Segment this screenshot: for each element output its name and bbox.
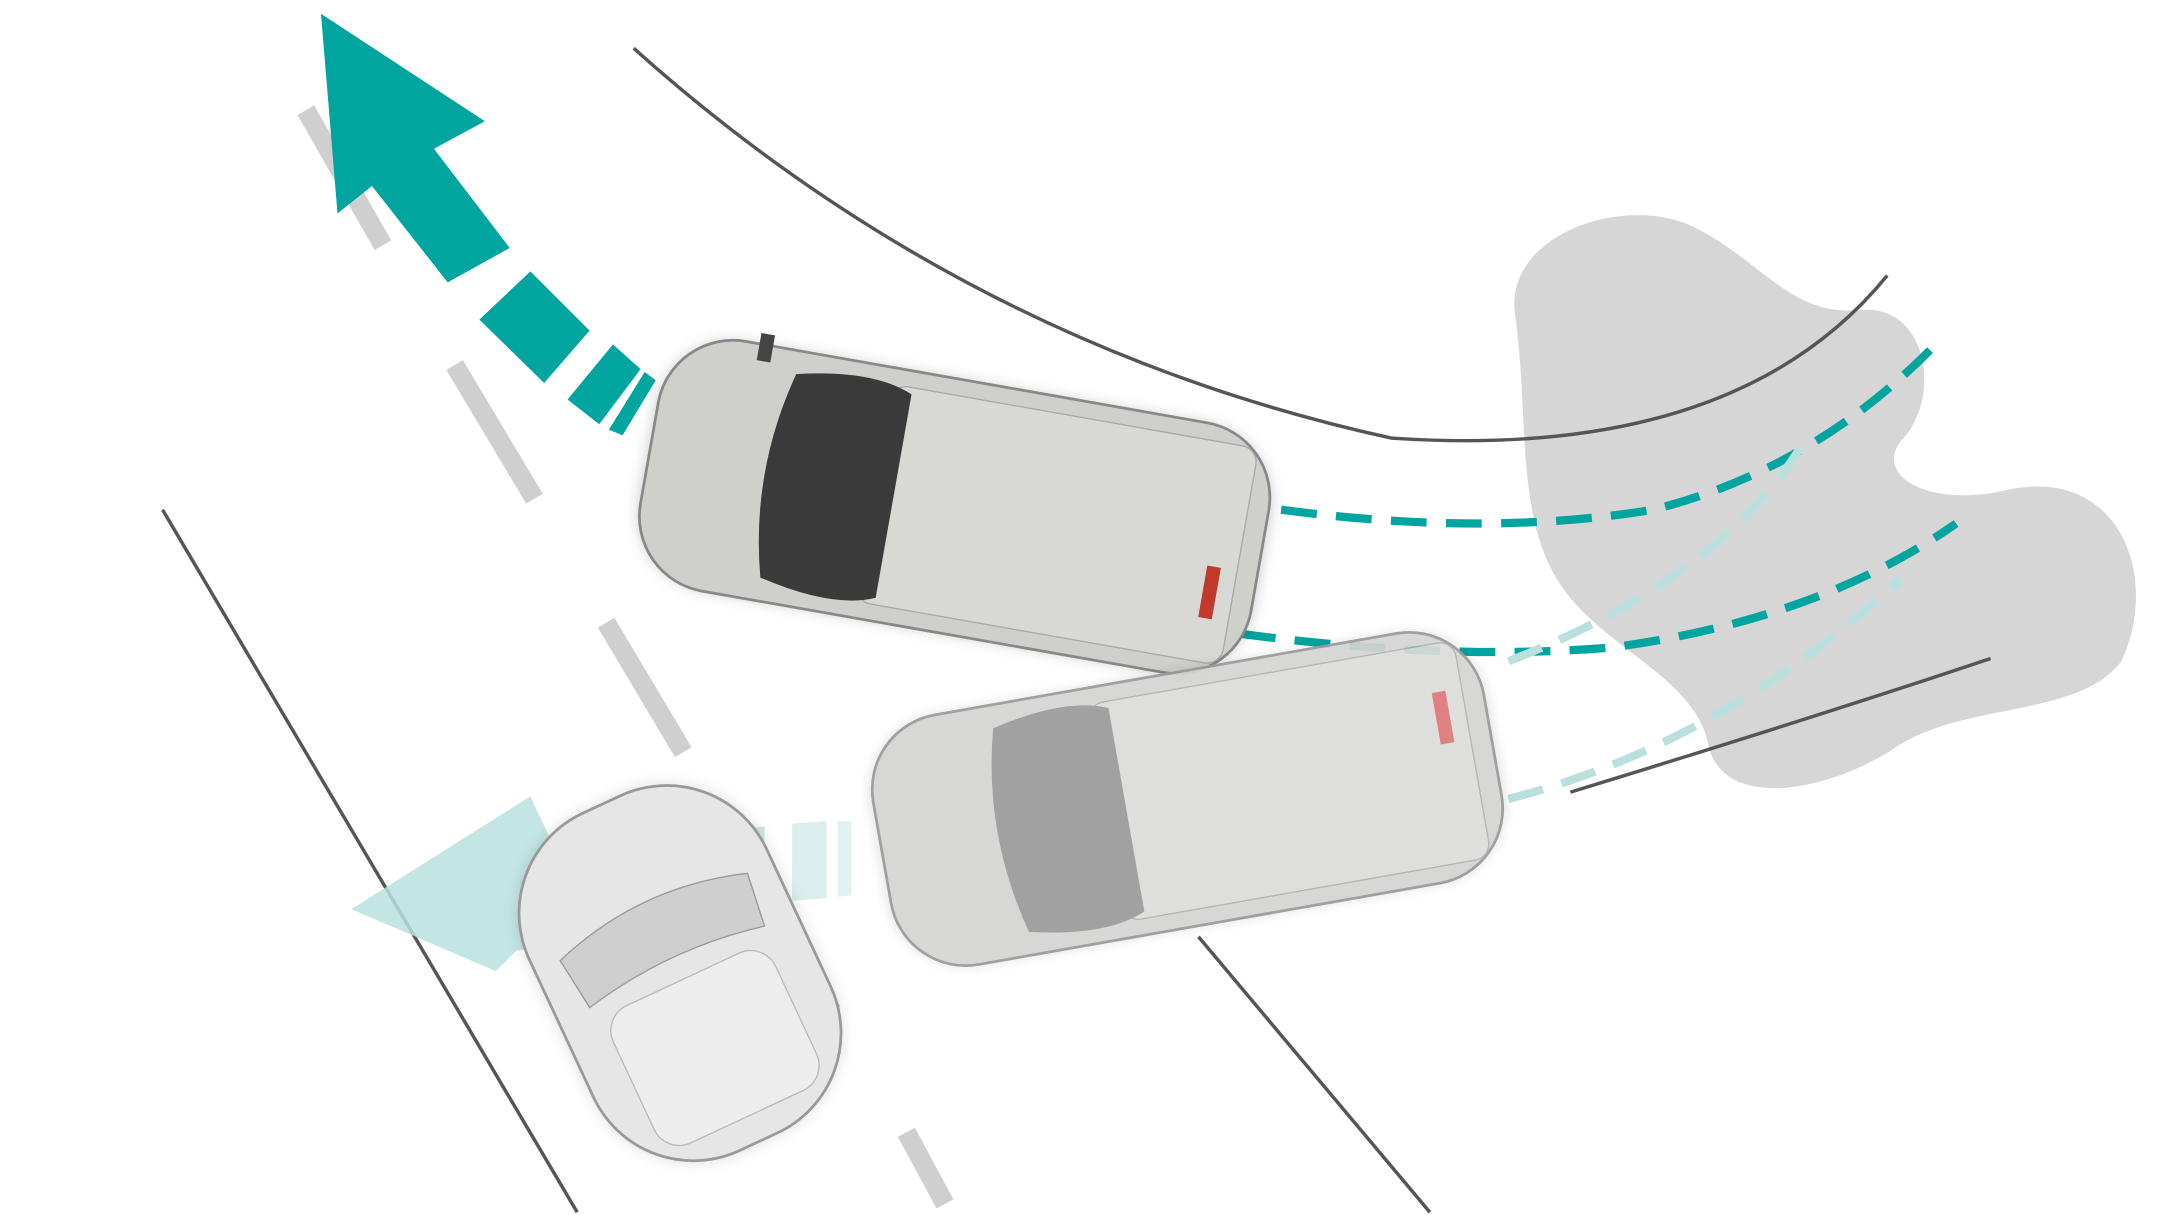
road-edge-bottom [1197,935,1432,1214]
road-edge-right [1569,656,1992,794]
road-edge-top [632,46,1889,443]
corrected-path-arrow [320,13,656,436]
oil-slick [1514,215,2136,789]
oncoming-car [517,784,843,1163]
van-skidding [870,630,1505,967]
road-edge-left [161,508,579,1214]
van-corrected [638,333,1272,675]
